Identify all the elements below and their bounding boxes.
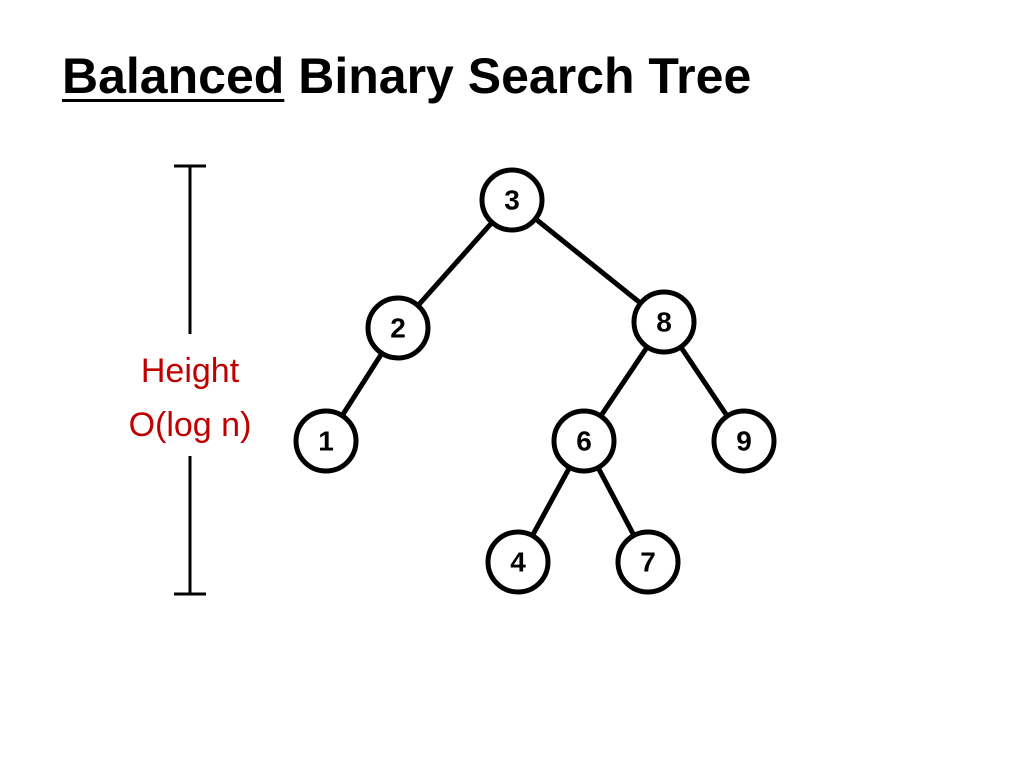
- tree-nodes: 3 2 8 1 6 9 4 7: [293, 167, 777, 595]
- node-circle: [293, 408, 359, 474]
- tree-node-1: 1: [293, 408, 359, 474]
- height-bracket: [174, 164, 206, 596]
- tree-node-2: 2: [365, 295, 431, 361]
- node-circle: [551, 408, 617, 474]
- node-label: 1: [318, 426, 334, 457]
- node-label: 2: [390, 313, 406, 344]
- height-label-line1: Height: [141, 352, 240, 390]
- node-label: 9: [736, 426, 752, 457]
- node-label: 6: [576, 426, 592, 457]
- node-circle: [485, 529, 551, 595]
- title-rest: Binary Search Tree: [284, 48, 752, 104]
- node-circle: [631, 289, 697, 355]
- node-circle: [479, 167, 545, 233]
- height-label-line2: O(log n): [129, 406, 252, 444]
- tree-node-8: 8: [631, 289, 697, 355]
- tree-edges: [323, 197, 747, 565]
- node-circle: [615, 529, 681, 595]
- slide-title: Balanced Binary Search Tree: [62, 46, 751, 106]
- tree-node-6: 6: [551, 408, 617, 474]
- node-label: 7: [640, 547, 656, 578]
- node-label: 3: [504, 185, 520, 216]
- tree-node-9: 9: [711, 408, 777, 474]
- node-circle: [365, 295, 431, 361]
- node-circle: [711, 408, 777, 474]
- title-emphasis: Balanced: [62, 48, 285, 104]
- node-label: 8: [656, 307, 672, 338]
- tree-node-3: 3: [479, 167, 545, 233]
- node-label: 4: [510, 547, 526, 578]
- tree-node-7: 7: [615, 529, 681, 595]
- tree-node-4: 4: [485, 529, 551, 595]
